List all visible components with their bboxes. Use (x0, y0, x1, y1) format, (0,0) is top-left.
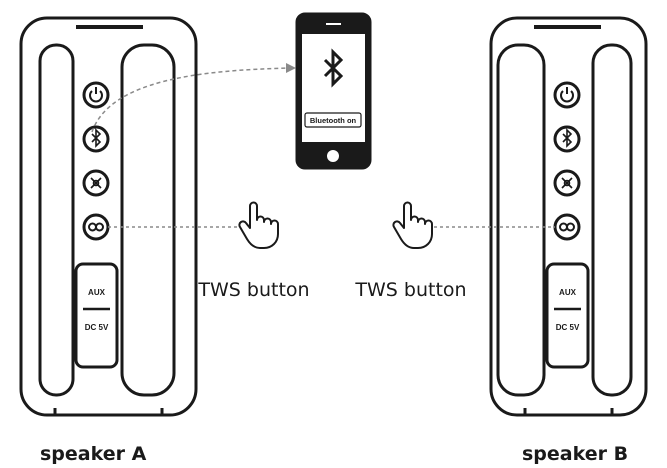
pairing-arc (91, 67, 293, 133)
tws-link-icon (88, 222, 104, 232)
speaker-a-power-button[interactable] (82, 81, 110, 109)
phone (295, 12, 372, 170)
speaker-a-port-cover[interactable] (74, 262, 119, 369)
power-icon (560, 87, 574, 103)
tws-label-left: TWS button (197, 279, 309, 301)
speaker-a-body (19, 16, 198, 417)
speaker-a-aux-label: AUX (88, 288, 106, 297)
speaker-b-port-cover[interactable] (545, 262, 590, 369)
hand-pointer-icon (238, 201, 279, 249)
speaker-a-connect-button[interactable] (82, 169, 110, 197)
tws-label-right: TWS button (354, 279, 466, 301)
speaker-b-aux-label: AUX (559, 288, 577, 297)
speaker-a (19, 16, 198, 417)
connect-icon (561, 177, 573, 189)
speaker-b (489, 16, 648, 417)
bluetooth-icon (562, 128, 573, 148)
phone-status-text: Bluetooth on (310, 116, 357, 125)
speaker-b-name: speaker B (522, 443, 628, 465)
speaker-b-power-button[interactable] (553, 81, 581, 109)
speaker-b-bluetooth-button[interactable] (553, 125, 581, 153)
connect-icon (90, 177, 102, 189)
speaker-a-feet (53, 408, 164, 416)
speaker-b-body (489, 16, 648, 417)
speaker-a-right-grille (120, 43, 176, 397)
speaker-b-dc-label: DC 5V (556, 323, 580, 332)
hand-pointer-icon (392, 201, 433, 249)
bluetooth-icon (323, 48, 344, 88)
speaker-b-right-grille (591, 43, 633, 397)
phone-status-box (304, 112, 362, 128)
speaker-a-left-grille (38, 43, 75, 397)
speaker-a-bluetooth-button[interactable] (82, 125, 110, 153)
tws-link-icon (559, 222, 575, 232)
speaker-b-connect-button[interactable] (553, 169, 581, 197)
speaker-b-feet (523, 408, 614, 416)
bluetooth-icon (91, 128, 102, 148)
speaker-a-name: speaker A (40, 443, 147, 465)
power-icon (89, 87, 103, 103)
speaker-b-left-grille (496, 43, 546, 397)
pairing-arrowhead (286, 63, 296, 73)
speaker-a-dc-label: DC 5V (85, 323, 109, 332)
phone-home-button[interactable] (327, 150, 339, 162)
